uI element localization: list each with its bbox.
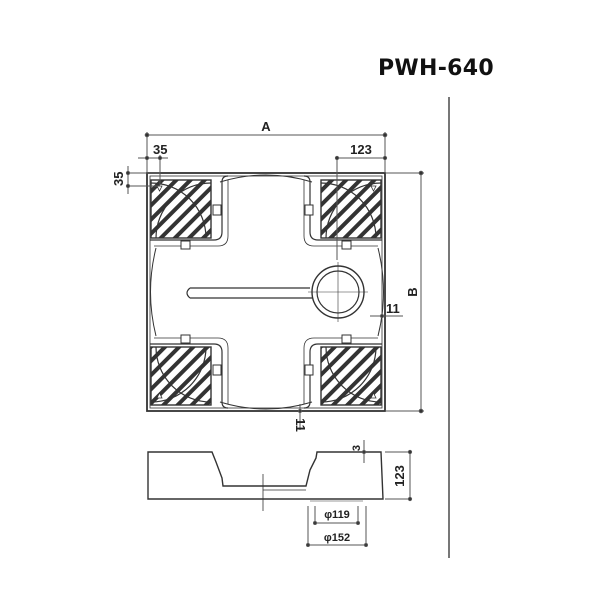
side-dimensions	[306, 440, 413, 547]
dim-label-123-top: 123	[350, 142, 372, 157]
dim-label-a: A	[261, 119, 271, 134]
dim-label-b: B	[405, 287, 420, 296]
dim-label-35-y: 35	[111, 172, 126, 186]
dim-label-11-bottom: 11	[293, 418, 308, 432]
corner-pad-top-right	[320, 179, 382, 239]
corner-pad-top-left	[150, 179, 212, 239]
dim-label-35-x: 35	[153, 142, 167, 157]
dim-label-3: 3	[351, 445, 363, 451]
model-title: PWH-640	[378, 56, 494, 81]
dim-label-123-height: 123	[392, 465, 407, 487]
top-view	[146, 172, 386, 412]
dim-label-11-side: 11	[386, 301, 400, 316]
corner-pad-bottom-left	[150, 346, 212, 406]
dim-label-phi119: φ119	[324, 509, 350, 521]
side-view	[147, 451, 384, 511]
top-dimensions	[125, 132, 424, 430]
corner-pad-bottom-right	[320, 346, 382, 406]
dim-label-phi152: φ152	[324, 532, 350, 544]
